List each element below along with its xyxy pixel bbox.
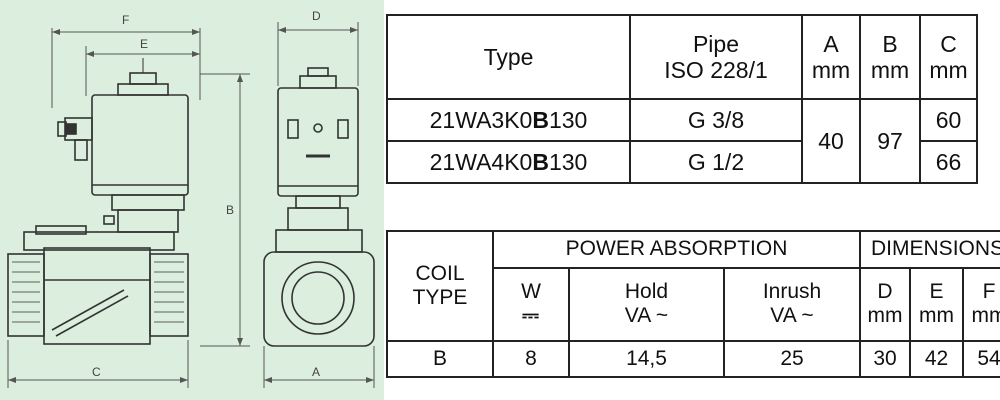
header-b-label: B bbox=[882, 30, 898, 57]
shared-a-value: 40 bbox=[801, 98, 861, 184]
row2-type-prefix: 21WA4K0 bbox=[429, 148, 533, 175]
shared-b-value: 97 bbox=[859, 98, 921, 184]
valve-technical-drawing: F E D B C A bbox=[0, 0, 384, 400]
header-b-unit: mm bbox=[870, 57, 910, 83]
header-dimensions: DIMENSIONS bbox=[859, 230, 1000, 269]
header-coil-line2: TYPE bbox=[412, 285, 468, 309]
header-e-label: E bbox=[929, 279, 944, 303]
header-inrush-label: Inrush bbox=[762, 279, 822, 303]
front-port-inner bbox=[291, 271, 345, 325]
dim-label-f: F bbox=[122, 13, 129, 27]
row1-type: 21WA3K0B130 bbox=[386, 98, 631, 142]
front-port-outer bbox=[281, 261, 355, 335]
side-view bbox=[7, 58, 189, 345]
valve-drawing-svg: F E D B C A bbox=[7, 9, 375, 388]
row1-pipe: G 3/8 bbox=[629, 98, 803, 142]
table-row: B 8 14,5 25 30 42 54 bbox=[386, 339, 1000, 378]
side-port-left bbox=[7, 253, 45, 337]
dim-label-b: B bbox=[226, 203, 234, 217]
header-a-unit: mm bbox=[811, 57, 851, 83]
row2-type-coil-code: B bbox=[532, 148, 549, 175]
header-d-unit: mm bbox=[867, 304, 903, 327]
dim-label-e: E bbox=[140, 37, 148, 51]
front-body bbox=[263, 251, 375, 347]
side-port-right bbox=[149, 253, 189, 337]
header-f-label: F bbox=[982, 279, 996, 303]
header-e-unit: mm bbox=[919, 304, 955, 327]
side-body bbox=[43, 247, 151, 345]
row-d: 30 bbox=[859, 339, 912, 378]
row1-type-suffix: 130 bbox=[548, 106, 588, 133]
header-c-label: C bbox=[940, 30, 957, 57]
header-f-unit: mm bbox=[971, 304, 1000, 327]
row-w: 8 bbox=[492, 339, 570, 378]
dim-label-d: D bbox=[312, 9, 321, 23]
row-coil: B bbox=[386, 339, 494, 378]
row1-c: 60 bbox=[919, 98, 978, 142]
header-hold-unit: VA ~ bbox=[624, 304, 669, 327]
header-a-label: A bbox=[823, 30, 839, 57]
row1-type-coil-code: B bbox=[532, 106, 549, 133]
front-flange bbox=[275, 229, 363, 253]
header-d-label: D bbox=[877, 279, 893, 303]
row2-type: 21WA4K0B130 bbox=[386, 140, 631, 184]
header-w: W⎓ bbox=[492, 266, 570, 342]
dc-symbol-icon: ⎓ bbox=[522, 304, 540, 327]
row2-pipe: G 1/2 bbox=[629, 140, 803, 184]
table-row: 21WA3K0B130 G 3/8 40 97 60 bbox=[386, 98, 978, 184]
row1-type-prefix: 21WA3K0 bbox=[429, 106, 533, 133]
front-coil bbox=[277, 87, 359, 197]
header-coil-line1: COIL bbox=[415, 261, 465, 285]
header-inrush-unit: VA ~ bbox=[770, 304, 814, 327]
header-hold-label: Hold bbox=[624, 279, 669, 303]
row2-type-suffix: 130 bbox=[548, 148, 588, 175]
header-pipe-line1: Pipe bbox=[692, 30, 740, 57]
dim-label-a: A bbox=[312, 365, 320, 379]
header-power-absorption: POWER ABSORPTION bbox=[491, 230, 862, 269]
row-hold: 14,5 bbox=[568, 339, 725, 378]
row-f: 54 bbox=[962, 339, 1000, 378]
row2-c: 66 bbox=[919, 140, 978, 184]
table-row: 21WA4K0B130 G 1/2 66 bbox=[386, 140, 978, 184]
side-body-top bbox=[23, 231, 175, 251]
side-coil bbox=[91, 94, 189, 196]
header-pipe-line2: ISO 228/1 bbox=[664, 57, 768, 83]
header-w-label: W bbox=[521, 279, 541, 303]
front-view bbox=[263, 67, 375, 347]
dim-label-c: C bbox=[92, 365, 101, 379]
header-type: Type bbox=[386, 14, 631, 100]
row-e: 42 bbox=[909, 339, 965, 378]
row-inrush: 25 bbox=[722, 339, 862, 378]
header-c-unit: mm bbox=[929, 57, 968, 83]
